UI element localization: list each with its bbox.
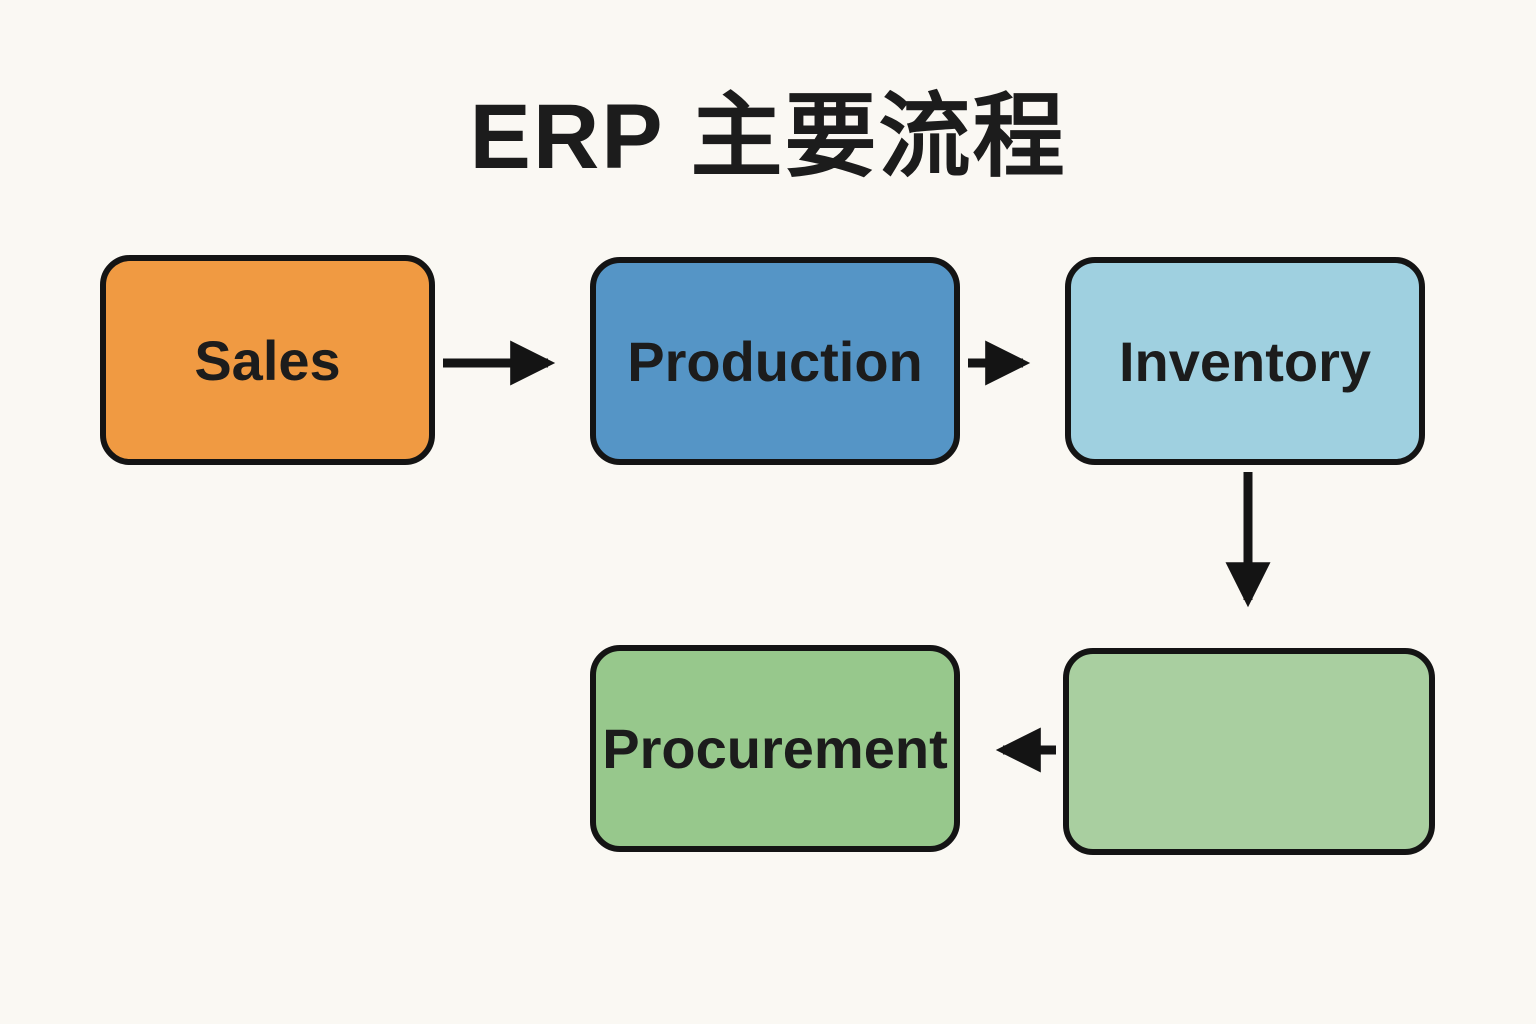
node-inventory-label: Inventory — [1118, 329, 1372, 393]
node-sales: Sales — [100, 255, 435, 465]
node-inventory: Inventory — [1065, 257, 1425, 465]
node-production-label: Production — [627, 329, 923, 393]
node-sales-label: Sales — [194, 328, 341, 392]
node-unlabeled — [1063, 648, 1435, 855]
node-procurement: Procurement — [590, 645, 960, 852]
node-procurement-label: Procurement — [602, 717, 948, 780]
node-production: Production — [590, 257, 960, 465]
diagram-title: ERP 主要流程 — [469, 86, 1067, 188]
